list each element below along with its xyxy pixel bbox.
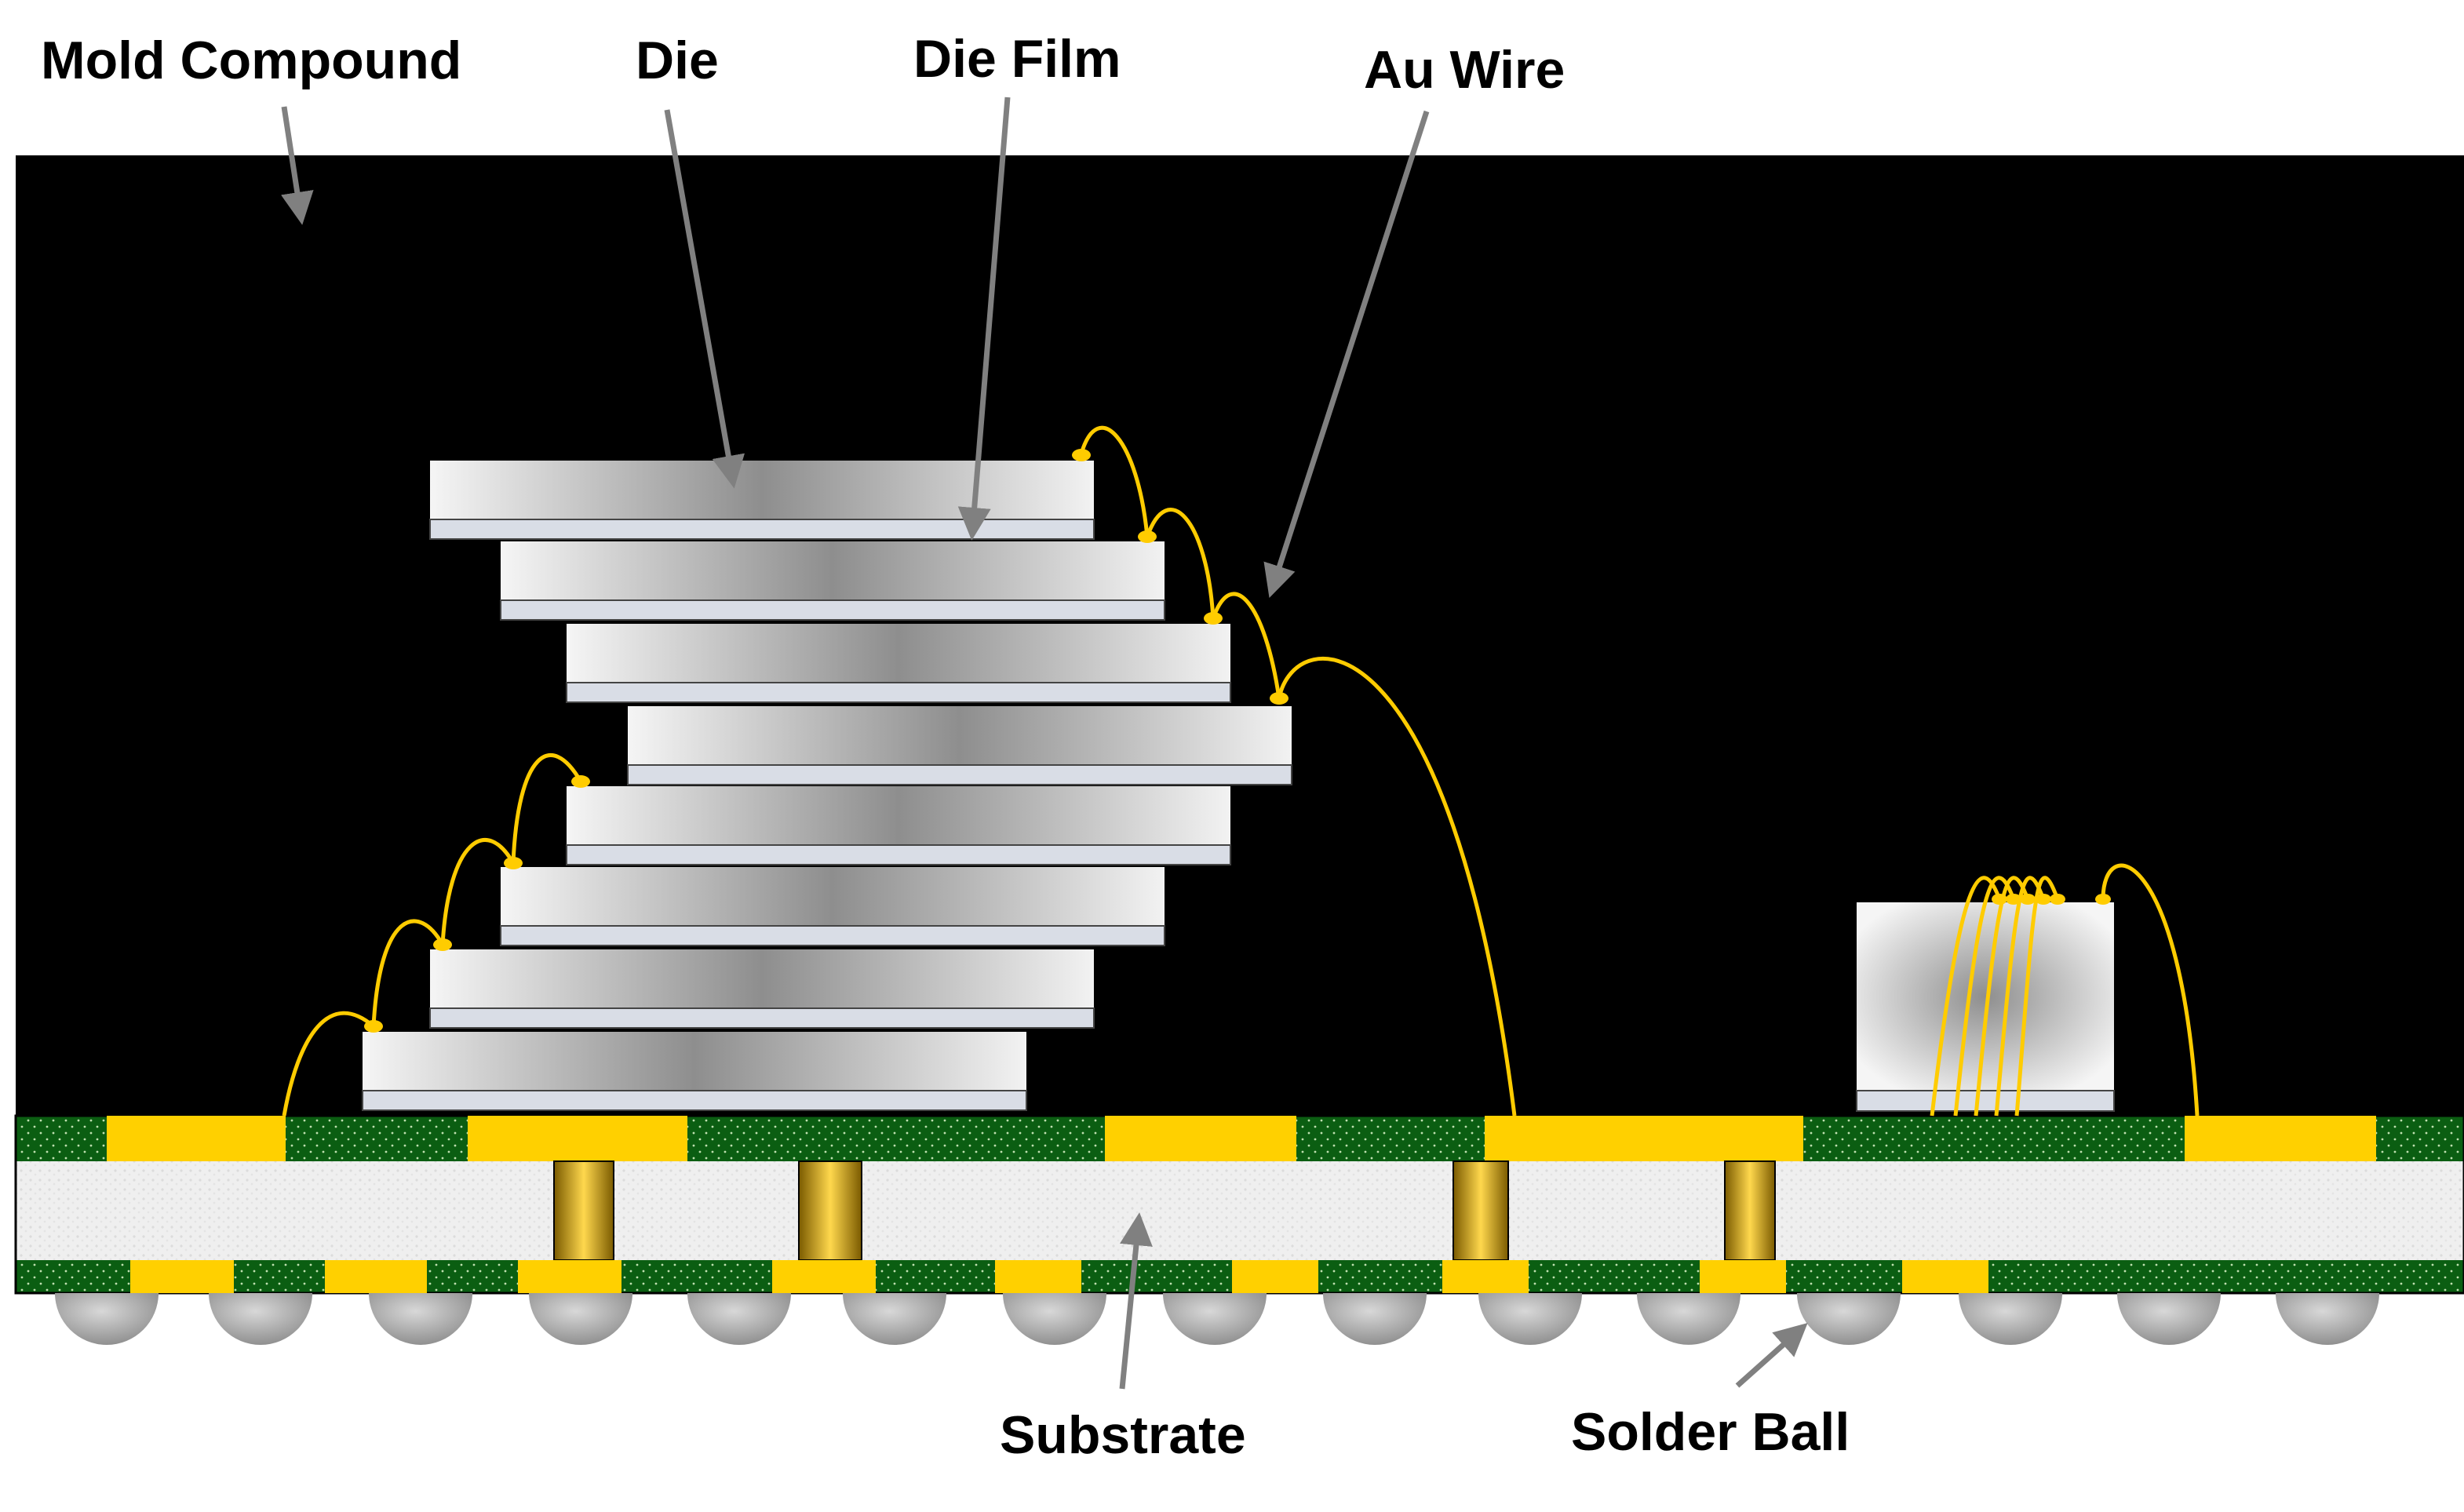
solder-ball	[1959, 1293, 2062, 1345]
arrow-die	[664, 109, 745, 489]
label-mold-compound: Mold Compound	[41, 31, 461, 90]
solder-ball	[209, 1293, 312, 1345]
label-substrate: Substrate	[1000, 1405, 1246, 1465]
solder-ball	[1478, 1293, 1582, 1345]
die-4	[627, 706, 1292, 785]
solder-ball	[1003, 1293, 1106, 1345]
die-film	[1856, 1090, 2115, 1112]
solder-balls	[55, 1293, 2379, 1345]
arrow-die-film	[957, 97, 1011, 541]
die-6	[500, 867, 1165, 946]
au-wire	[2101, 863, 2200, 1117]
solder-ball	[1323, 1293, 1427, 1345]
solder-ball	[369, 1293, 472, 1345]
au-wire	[1211, 592, 1281, 699]
bottom-pads	[130, 1260, 1988, 1293]
au-wire	[1930, 876, 2002, 1117]
solder-ball	[843, 1293, 946, 1345]
solder-ball	[2276, 1293, 2379, 1345]
core-layer	[16, 1161, 2464, 1260]
die-stack	[362, 461, 1292, 1111]
die-3	[566, 624, 1231, 703]
solder-ball	[1797, 1293, 1901, 1345]
single-die	[1856, 902, 2115, 1112]
die-film	[429, 1007, 1095, 1029]
die-8	[362, 1032, 1027, 1111]
label-die-film: Die Film	[913, 29, 1121, 89]
solder-ball	[687, 1293, 791, 1345]
bond-pads	[364, 449, 2111, 1033]
die-film	[566, 844, 1231, 865]
arrow-solder-ball	[1735, 1323, 1808, 1388]
die-film	[500, 599, 1165, 621]
au-wire	[511, 753, 583, 864]
au-wire	[440, 838, 516, 945]
au-wire	[1277, 656, 1517, 1117]
die-2	[500, 541, 1165, 621]
die-1	[429, 461, 1095, 540]
die-film	[500, 925, 1165, 946]
substrate	[14, 1114, 2464, 1295]
arrow-mold	[281, 106, 314, 225]
die-film	[362, 1090, 1027, 1111]
solder-ball	[1637, 1293, 1740, 1345]
label-solder-ball: Solder Ball	[1571, 1402, 1850, 1462]
label-die: Die	[636, 31, 719, 90]
top-pads	[107, 1116, 2376, 1161]
au-wire	[282, 1011, 375, 1117]
die-7	[429, 949, 1095, 1029]
leader-arrows	[281, 97, 1808, 1390]
solder-ball	[529, 1293, 632, 1345]
au-wire	[1079, 425, 1150, 537]
au-wire	[2014, 876, 2060, 1117]
au-wire	[1953, 876, 2016, 1117]
au-wire	[1145, 508, 1216, 619]
arrow-au-wire	[1263, 110, 1430, 598]
vias	[553, 1160, 1776, 1261]
die-5	[566, 786, 1231, 865]
die-film	[566, 682, 1231, 703]
solder-ball	[2117, 1293, 2221, 1345]
au-wires	[282, 425, 2200, 1117]
label-au-wire: Au Wire	[1364, 40, 1565, 100]
die-film	[627, 764, 1292, 785]
arrow-substrate	[1119, 1212, 1153, 1390]
au-wire	[371, 919, 445, 1027]
solder-ball	[1163, 1293, 1267, 1345]
die-film	[429, 519, 1095, 540]
au-wire	[1994, 876, 2046, 1117]
solder-ball	[55, 1293, 159, 1345]
au-wire	[1974, 876, 2030, 1117]
